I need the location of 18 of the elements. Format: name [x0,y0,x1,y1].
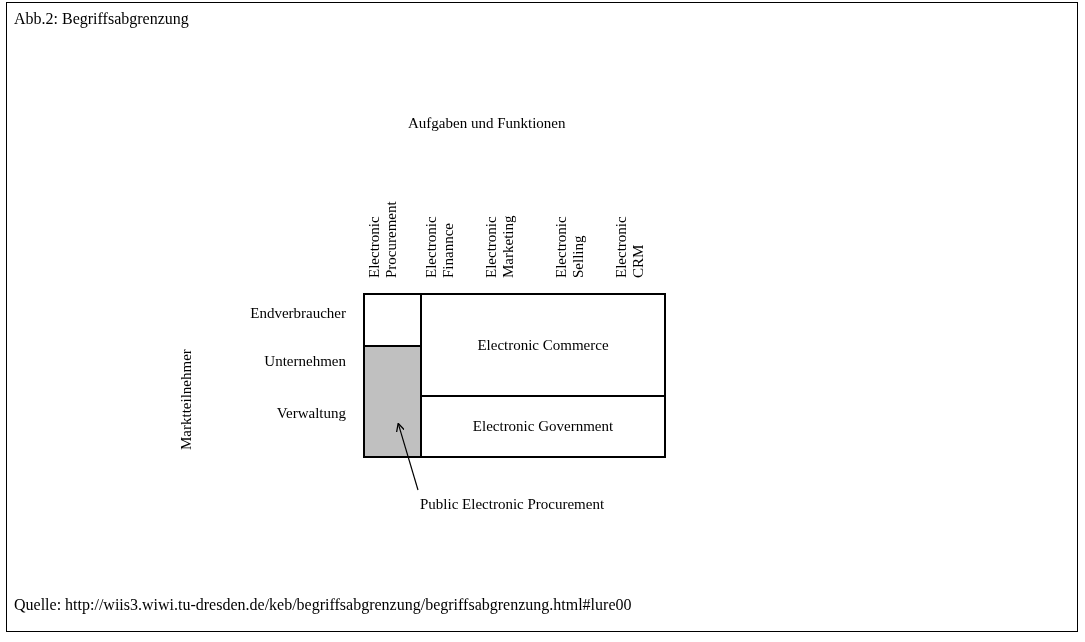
row-header: Verwaltung [275,405,346,422]
matrix-cell: Electronic Government [420,395,666,458]
column-header: Electronic Marketing [483,214,517,278]
figure-title: Abb.2: Begriffsabgrenzung [14,10,189,28]
matrix-cell: Electronic Commerce [420,293,666,397]
row-header: Endverbraucher [249,305,346,322]
column-header: Electronic Finannce [423,215,457,278]
shaded-cell [363,345,422,458]
empty-cell [363,293,422,347]
row-header: Unternehmen [263,353,346,370]
callout-text: Public Electronic Procurement [420,496,605,513]
axis-title: Marktteilnehmer [178,348,195,450]
column-header: Electronic Selling [553,215,587,278]
column-header: Electronic Procurement [366,200,400,278]
source-note: Quelle: http://wiis3.wiwi.tu-dresden.de/keb/begriffsabgrenzung/begriffsabgrenzung.html#lure00 [14,596,632,614]
column-header: Electronic CRM [613,215,647,278]
axis-title: Aufgaben und Funktionen [408,115,566,132]
leader-arrow [395,422,419,491]
